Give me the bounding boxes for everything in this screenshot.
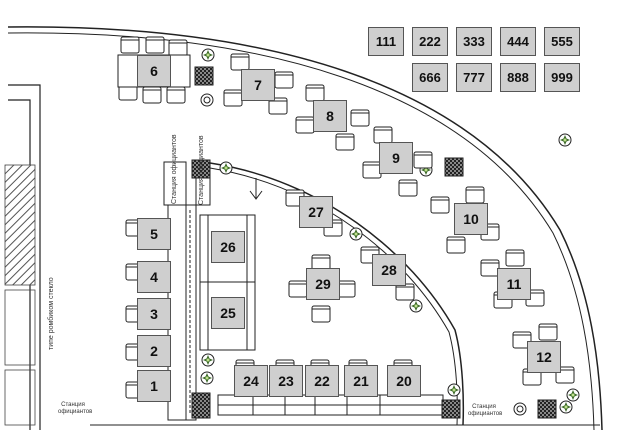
quick-button-555[interactable]: 555 (544, 27, 580, 56)
table-27[interactable]: 27 (299, 196, 333, 228)
plant-icon (566, 388, 580, 402)
table-25[interactable]: 25 (211, 297, 245, 329)
column-icon (191, 392, 211, 419)
left-wall (8, 84, 41, 430)
service-station-label: Станция официантов (58, 402, 93, 415)
table-5[interactable]: 5 (137, 218, 171, 250)
table-26[interactable]: 26 (211, 231, 245, 263)
inner-wall (209, 162, 465, 426)
quick-button-999[interactable]: 999 (544, 63, 580, 92)
left-wall-label: типе ромбиком стекло (48, 277, 55, 350)
table-29[interactable]: 29 (306, 268, 340, 300)
column-icon (191, 159, 211, 179)
plant-icon (447, 383, 461, 397)
column-icon (194, 66, 214, 86)
table-12[interactable]: 12 (527, 341, 561, 373)
table-8[interactable]: 8 (313, 100, 347, 132)
table-10[interactable]: 10 (454, 203, 488, 235)
table-22[interactable]: 22 (305, 365, 339, 397)
table-21[interactable]: 21 (344, 365, 378, 397)
plant-icon (219, 161, 233, 175)
table-20[interactable]: 20 (387, 365, 421, 397)
plant-icon (409, 299, 423, 313)
table-23[interactable]: 23 (269, 365, 303, 397)
plant-icon (201, 48, 215, 62)
service-station-label: Станция официантов (468, 404, 503, 417)
table-4[interactable]: 4 (137, 261, 171, 293)
table-9[interactable]: 9 (379, 142, 413, 174)
plant-icon (200, 371, 214, 385)
quick-button-777[interactable]: 777 (456, 63, 492, 92)
quick-button-888[interactable]: 888 (500, 63, 536, 92)
quick-button-666[interactable]: 666 (412, 63, 448, 92)
arrow-down-icon (249, 178, 263, 200)
column-icon (441, 399, 461, 419)
plant-icon (559, 400, 573, 414)
table-2[interactable]: 2 (137, 335, 171, 367)
table-6[interactable]: 6 (137, 55, 171, 87)
table-24[interactable]: 24 (234, 365, 268, 397)
table-3[interactable]: 3 (137, 298, 171, 330)
plant-icon (349, 227, 363, 241)
column-icon (444, 157, 464, 177)
table-1[interactable]: 1 (137, 370, 171, 402)
plant-icon (558, 133, 572, 147)
table-11[interactable]: 11 (497, 268, 531, 300)
plant-icon (201, 353, 215, 367)
service-station-label: Станция официантов (198, 135, 205, 205)
table-28[interactable]: 28 (372, 254, 406, 286)
column-icon (537, 399, 557, 419)
table-7[interactable]: 7 (241, 69, 275, 101)
outer-wall (7, 26, 603, 431)
service-station-label: Станция официантов (171, 134, 178, 204)
quick-button-444[interactable]: 444 (500, 27, 536, 56)
quick-button-111[interactable]: 111 (368, 27, 404, 56)
quick-button-222[interactable]: 222 (412, 27, 448, 56)
quick-button-333[interactable]: 333 (456, 27, 492, 56)
